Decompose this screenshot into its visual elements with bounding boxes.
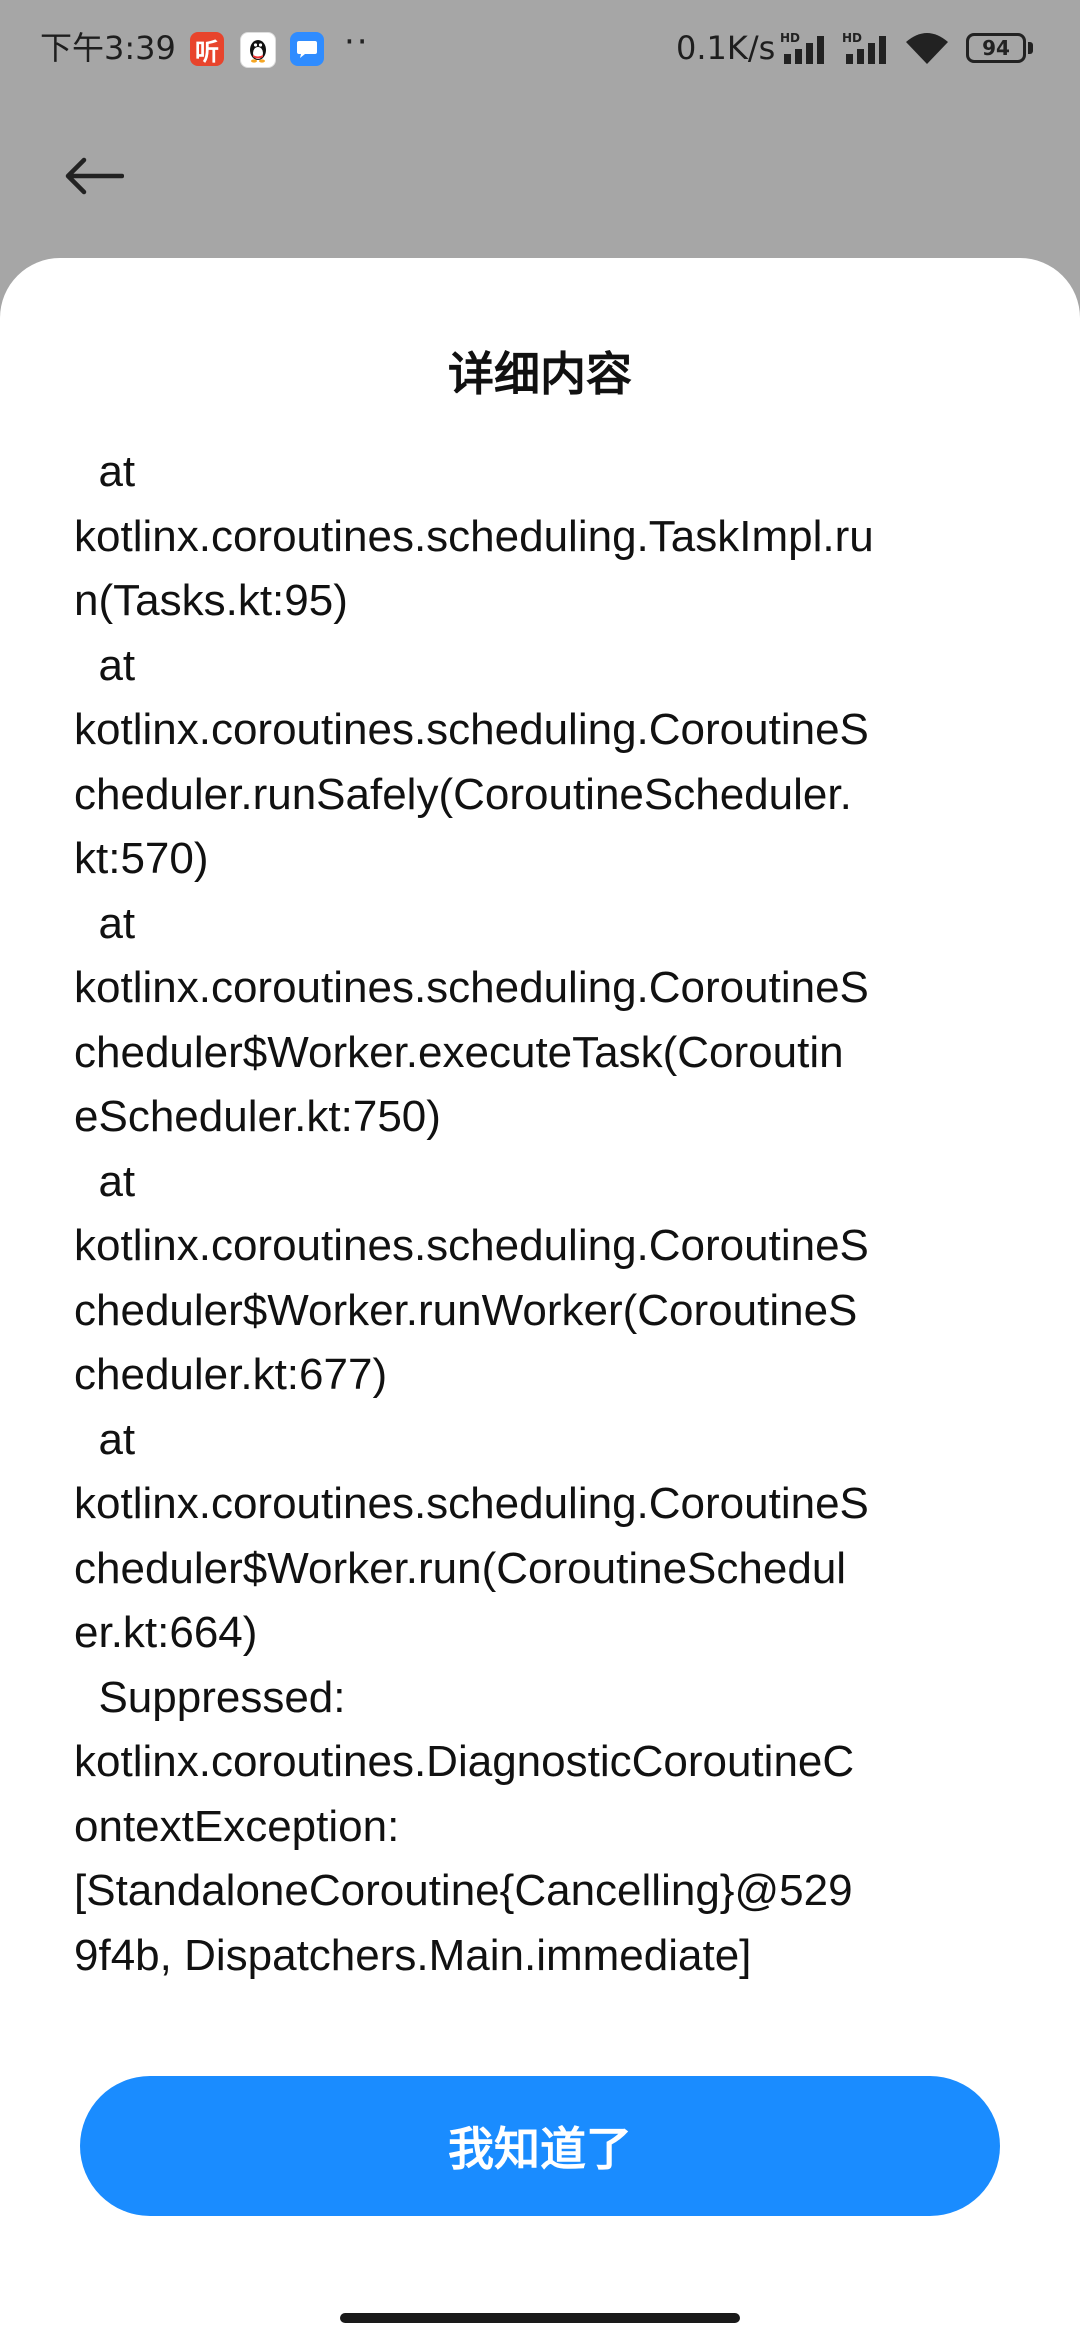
stack-trace-line: cheduler$Worker.run(CoroutineSchedul (74, 1543, 847, 1593)
wifi-icon (906, 33, 948, 64)
got-it-button[interactable]: 我知道了 (80, 2076, 1000, 2216)
stack-trace-line: kotlinx.coroutines.scheduling.CoroutineS (74, 705, 869, 754)
battery-level: 94 (982, 36, 1010, 60)
cell-signal-icon-2: HD (842, 31, 886, 64)
stack-trace-line: er.kt:664) (74, 1608, 258, 1657)
back-button[interactable] (64, 138, 154, 214)
arrow-left-icon (65, 157, 124, 195)
more-notifications-dots: ·· (344, 22, 370, 62)
home-indicator[interactable] (340, 2313, 740, 2323)
stack-trace-line: kotlinx.coroutines.scheduling.CoroutineS (74, 963, 869, 1012)
status-time: 下午3:39 (40, 29, 176, 67)
cell-signal-icon: HD (780, 31, 824, 64)
battery-icon: 94 (966, 33, 1026, 63)
detail-bottom-sheet: 详细内容 at kotlinx.coroutines.scheduling.Ta… (0, 258, 1080, 2340)
chat-bubble-app-icon (290, 32, 324, 66)
stack-trace-line: at (74, 640, 136, 690)
battery-cap (1028, 42, 1033, 54)
stack-trace-line: at (74, 447, 136, 496)
ting-app-icon: 听 (190, 32, 224, 66)
detail-scroll-area[interactable]: at kotlinx.coroutines.scheduling.TaskImp… (74, 440, 1014, 2240)
status-bar: 下午3:39 听 ·· 0.1K/s HD (0, 0, 1080, 96)
stack-trace-line: kotlinx.coroutines.DiagnosticCoroutineC (74, 1737, 855, 1786)
stack-trace-line: at (74, 1414, 136, 1464)
stack-trace-line: eScheduler.kt:750) (74, 1092, 441, 1141)
stack-trace-line: kotlinx.coroutines.scheduling.CoroutineS (74, 1479, 869, 1528)
stack-trace-line: ontextException: (74, 1801, 400, 1851)
sheet-title: 详细内容 (448, 347, 632, 401)
signal-hd-label-2: HD (842, 31, 862, 45)
stack-trace-line: cheduler$Worker.runWorker(CoroutineS (74, 1285, 858, 1335)
stack-trace-line: kotlinx.coroutines.scheduling.CoroutineS (74, 1221, 869, 1270)
stack-trace-line: kt:570) (74, 834, 209, 883)
stack-trace-line: cheduler.kt:677) (74, 1350, 388, 1399)
stack-trace-line: [StandaloneCoroutine{Cancelling}@529 (74, 1866, 853, 1915)
stack-trace-line: cheduler.runSafely(CoroutineScheduler. (74, 769, 852, 819)
stack-trace-line: at (74, 1156, 136, 1206)
network-speed: 0.1K/s (676, 29, 776, 67)
stack-trace-line: Suppressed: (74, 1672, 346, 1722)
stack-trace-line: kotlinx.coroutines.scheduling.TaskImpl.r… (74, 511, 874, 561)
stack-trace-text: at kotlinx.coroutines.scheduling.TaskImp… (74, 440, 1014, 1988)
stack-trace-line: cheduler$Worker.executeTask(Coroutin (74, 1027, 844, 1077)
qq-penguin-icon (240, 32, 276, 68)
stack-trace-line: 9f4b, Dispatchers.Main.immediate] (74, 1930, 752, 1980)
stack-trace-line: n(Tasks.kt:95) (74, 576, 348, 625)
signal-hd-label: HD (780, 31, 800, 45)
stack-trace-line: at (74, 898, 136, 948)
